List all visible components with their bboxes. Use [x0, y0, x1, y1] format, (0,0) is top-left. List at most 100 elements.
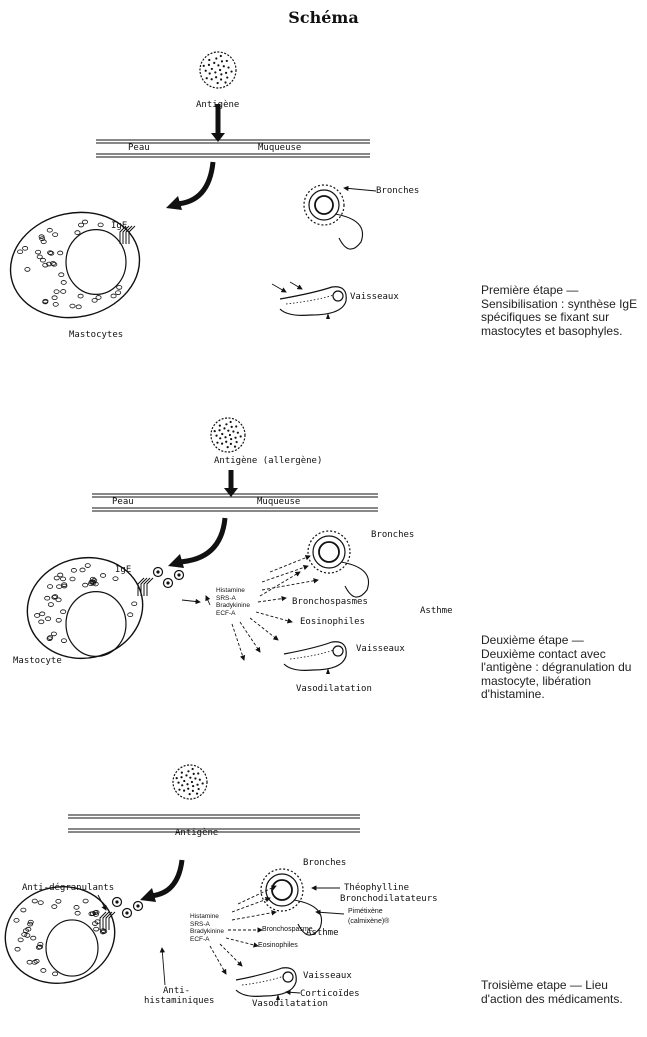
granule [30, 935, 37, 941]
granule [56, 584, 63, 589]
mediator-arrow [219, 943, 243, 967]
granule [20, 907, 27, 913]
antigen-dot [196, 783, 199, 786]
granule [14, 946, 21, 952]
antigen-curved-arrow [140, 859, 185, 902]
mediator-arrow [231, 910, 277, 921]
antigen-dot [221, 442, 224, 445]
antigen-dot [202, 64, 205, 67]
small-antigen-core [156, 570, 160, 574]
antigen-dot [194, 777, 197, 780]
antigen-dot [227, 66, 230, 69]
granule [93, 909, 100, 915]
antigen-outline [199, 51, 237, 89]
bronchus [303, 184, 363, 250]
granule [46, 227, 53, 233]
mediator-arrow [209, 945, 227, 975]
antigen-dot [230, 437, 233, 441]
antigen-dot [216, 441, 219, 444]
granule [115, 290, 122, 295]
arrow-shaft [228, 470, 234, 489]
small-antigen-core [136, 904, 140, 908]
antigen-dot [224, 71, 228, 74]
granule [46, 261, 53, 267]
antigen-dot [235, 425, 238, 428]
granule [47, 602, 54, 607]
stage1-mucosa-label: Muqueuse [258, 143, 302, 153]
stage3-bronchodilators-label: Bronchodilatateurs [340, 894, 438, 904]
antigen-dot [180, 771, 183, 774]
small-antigen [132, 900, 144, 912]
antigen-dot [204, 69, 207, 72]
antigen-dot [192, 772, 195, 776]
mediator-arrow [257, 595, 287, 603]
granule [70, 568, 77, 573]
mast-cell [9, 211, 141, 319]
antigen-dot [222, 65, 225, 68]
antigen-dot [210, 67, 213, 71]
antigen-outline [210, 417, 246, 453]
granule [52, 302, 59, 307]
granule [24, 267, 31, 272]
antigen-dot [191, 789, 194, 792]
granule [60, 609, 67, 615]
skin-mucosa-barrier [92, 493, 378, 512]
antigen-dot [214, 76, 218, 79]
small-antigen-core [166, 581, 170, 585]
stage2-bronchi-label: Bronches [371, 530, 415, 540]
granule [77, 293, 84, 299]
small-antigen-outline [111, 896, 123, 908]
stage3-antidegranulants-label: Anti-dégranulants [22, 883, 115, 893]
ige-receptor-group [99, 911, 116, 930]
mediator-label: Bradykinine [190, 928, 224, 935]
granule [73, 905, 80, 910]
antigen-dot [225, 423, 228, 426]
stage2-mast-label: Mastocyte [13, 656, 62, 666]
granule [45, 616, 52, 622]
vessel-endothelium [241, 975, 285, 986]
granule [33, 958, 40, 964]
antigen-dot [229, 420, 232, 424]
granule [21, 932, 28, 937]
stage1-ige-label: IgE [111, 221, 128, 231]
antigen-dot [208, 58, 211, 62]
vessel-drop [326, 313, 330, 319]
mast-cell [4, 885, 116, 985]
granule [51, 262, 58, 267]
stage3-vasodilation-label: Vasodilatation [252, 999, 328, 1009]
stage1-skin-label: Peau [128, 143, 150, 153]
antigen-particle [172, 764, 208, 800]
antigen-dot [225, 440, 228, 443]
antigen-entry-arrow [224, 470, 238, 497]
granule [31, 960, 38, 965]
antigen-dot [233, 445, 237, 448]
mediator-arrow [269, 555, 311, 573]
granule [60, 289, 67, 294]
antigen-dot [225, 59, 228, 63]
stage2-eosinophils-label: Eosinophiles [300, 617, 366, 627]
granule [84, 563, 91, 568]
stage2-asthma-label: Asthme [420, 606, 453, 616]
ige-antibody [137, 577, 145, 596]
stage3-theophylline-label: Théophylline [344, 883, 410, 893]
antihistamine-arrow [159, 947, 166, 986]
stage2-ige-label: IgE [115, 565, 132, 575]
antigen-dot [189, 776, 192, 779]
granule [53, 289, 60, 294]
antigen-dot [183, 789, 186, 792]
stage1-mast-label: Mastocytes [69, 330, 124, 340]
mediator-burst [205, 595, 211, 606]
granule [36, 254, 43, 260]
antigen-dot [197, 772, 200, 775]
antigen-dot [217, 64, 220, 67]
granule [131, 601, 138, 607]
granule [39, 611, 46, 617]
small-antigen [162, 577, 174, 589]
granule [27, 919, 34, 925]
ige-receptor-group [137, 577, 154, 596]
granule [47, 584, 54, 589]
stage2-antigen-label: Antigène (allergène) [214, 456, 323, 466]
granule [42, 262, 49, 268]
ige-receptor-group [119, 225, 136, 244]
